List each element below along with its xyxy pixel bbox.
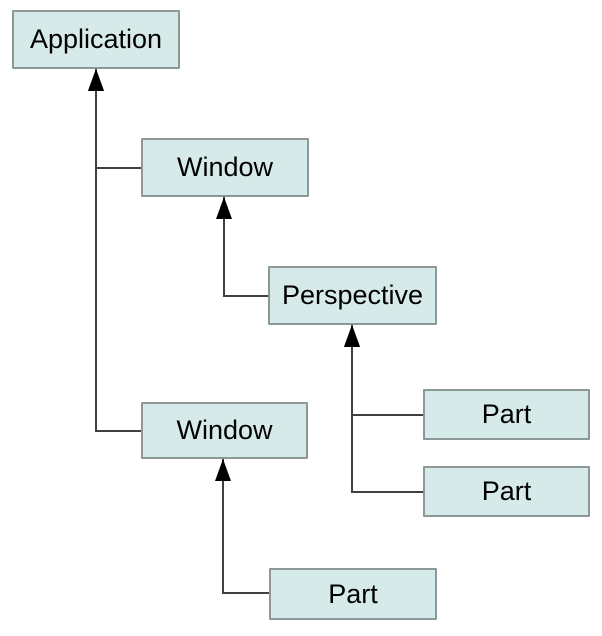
node-window-top: Window <box>141 138 309 197</box>
node-window-bottom: Window <box>141 402 308 459</box>
edge-window-top-to-application <box>95 69 141 169</box>
arrowhead-icon <box>88 69 104 91</box>
arrowhead-icon <box>215 459 231 481</box>
arrowhead-icon <box>344 325 360 347</box>
node-label: Part <box>328 578 378 609</box>
edge-window-bottom-to-application <box>95 69 141 432</box>
arrowhead-icon <box>88 69 104 91</box>
edge-perspective-to-window-top <box>223 197 268 297</box>
node-part-bottom: Part <box>269 568 437 620</box>
edge-part-bottom-to-window-bottom <box>222 459 269 594</box>
node-label: Perspective <box>281 280 424 310</box>
node-label: Window <box>176 152 274 182</box>
node-label: Part <box>481 476 532 506</box>
arrowhead-icon <box>216 197 232 219</box>
edge-part-right-2-to-perspective <box>351 325 423 493</box>
edge-part-right-1-to-perspective <box>351 325 423 416</box>
node-application: Application <box>12 10 180 69</box>
node-perspective: Perspective <box>268 266 437 325</box>
node-part-right-1: Part <box>423 389 590 440</box>
node-label: Application <box>29 24 163 54</box>
node-label: Window <box>176 415 273 445</box>
node-label: Part <box>481 399 532 429</box>
arrowhead-icon <box>344 325 360 347</box>
node-part-right-2: Part <box>423 466 590 517</box>
